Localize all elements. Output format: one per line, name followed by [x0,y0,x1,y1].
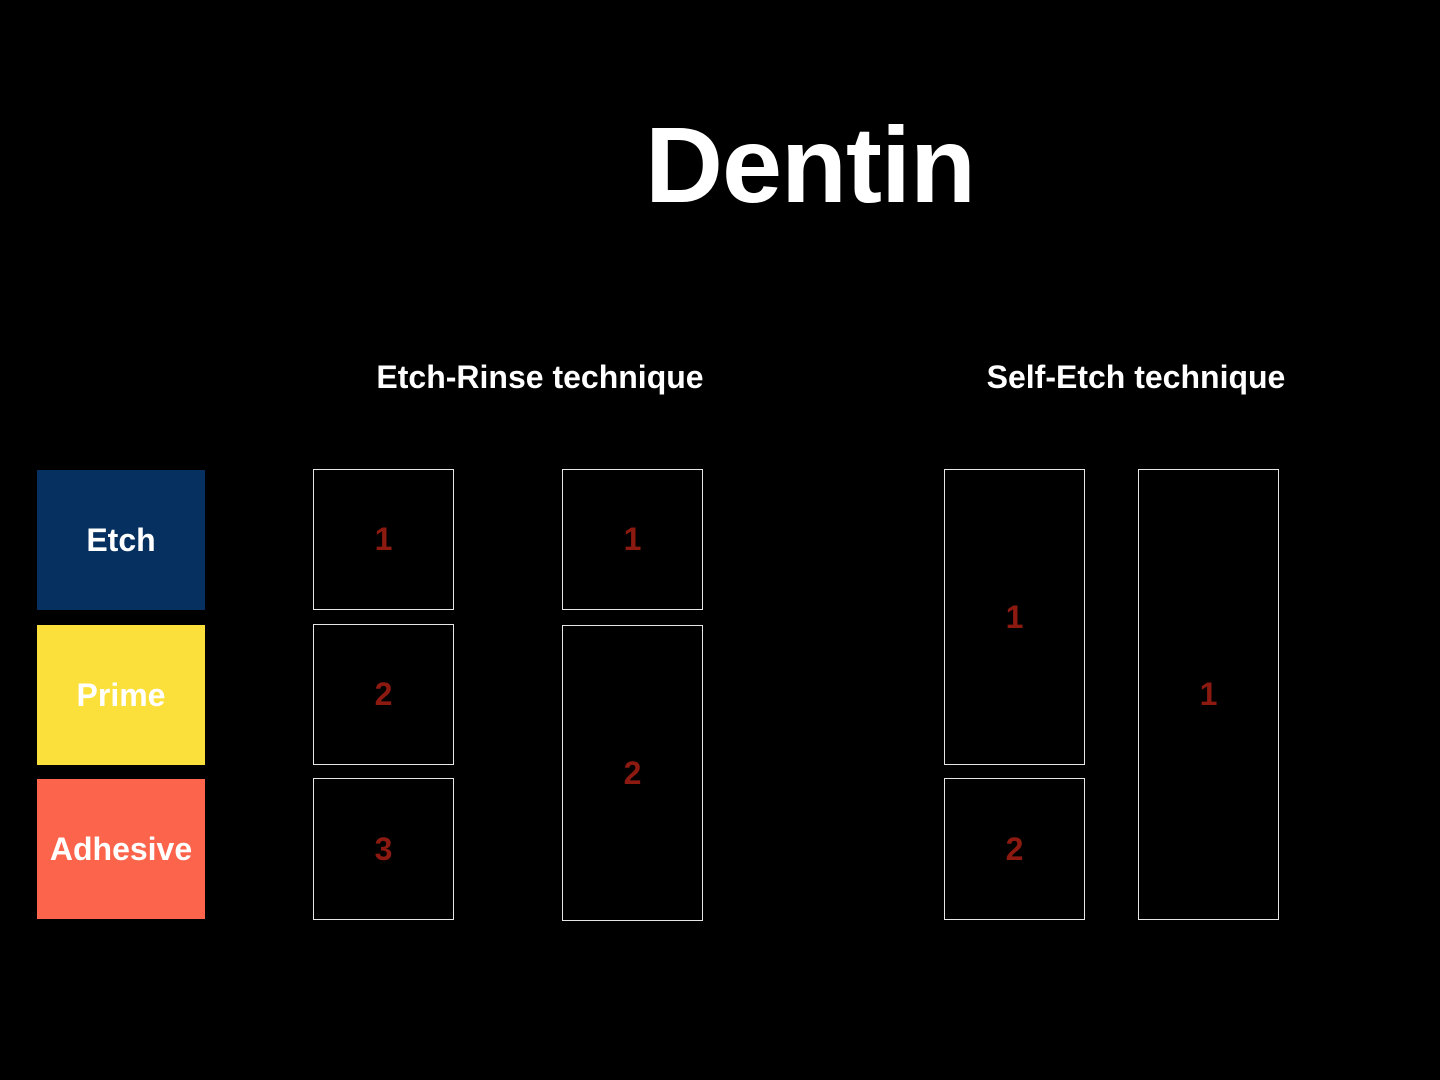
legend-adhesive: Adhesive [37,779,205,919]
etch-rinse-2step-step-2: 2 [562,625,703,921]
etch-rinse-2step-step-1: 1 [562,469,703,610]
etch-rinse-3step-step-2: 2 [313,624,454,765]
slide-title: Dentin [645,104,976,225]
legend-etch: Etch [37,470,205,610]
self-etch-heading: Self-Etch technique [986,359,1286,395]
legend-prime: Prime [37,625,205,765]
etch-rinse-heading: Etch-Rinse technique [376,359,704,395]
self-etch-2step-step-2: 2 [944,778,1085,920]
etch-rinse-3step-step-3: 3 [313,778,454,920]
etch-rinse-3step-step-1: 1 [313,469,454,610]
self-etch-1step-step-1: 1 [1138,469,1279,920]
self-etch-2step-step-1: 1 [944,469,1085,765]
